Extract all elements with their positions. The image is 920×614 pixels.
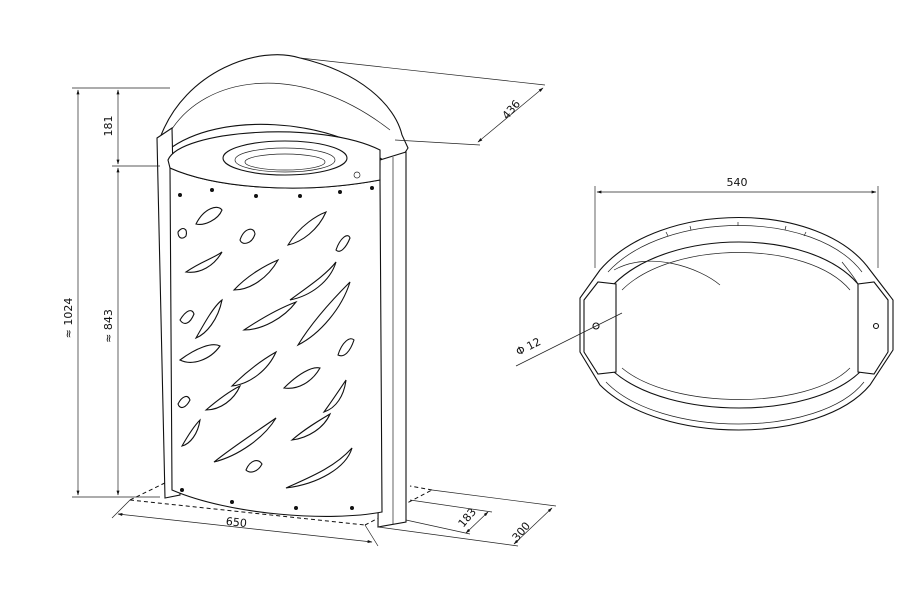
leaf-cutouts bbox=[177, 206, 355, 489]
depth-outer-label: 300 bbox=[510, 520, 533, 544]
inner-ring bbox=[613, 241, 861, 409]
top-width-label: 540 bbox=[727, 176, 748, 189]
right-post-section bbox=[857, 281, 889, 375]
dome-lid-edge bbox=[169, 82, 391, 133]
total-height-label: ≈ 1024 bbox=[62, 298, 75, 339]
dim-top-width: 540 bbox=[594, 176, 879, 268]
dim-body-height: ≈ 843 bbox=[102, 165, 160, 496]
depth-inner-label: 183 bbox=[456, 506, 479, 530]
rivets bbox=[178, 186, 374, 510]
lid-height-label: 181 bbox=[102, 116, 115, 137]
lock-icon bbox=[353, 171, 361, 179]
dim-lid-height: 181 bbox=[102, 89, 120, 165]
dim-total-height: ≈ 1024 bbox=[62, 87, 170, 498]
mount-hole-right bbox=[872, 322, 880, 330]
body-height-label: ≈ 843 bbox=[102, 309, 115, 343]
waste-opening bbox=[222, 140, 348, 176]
rim-ticks bbox=[665, 222, 807, 237]
lid-depth-label: 436 bbox=[500, 98, 523, 122]
left-post-section bbox=[583, 281, 617, 375]
dim-width: 650 bbox=[111, 499, 379, 547]
bin-perspective-view bbox=[129, 54, 433, 528]
bin-top-view bbox=[579, 217, 894, 431]
dim-depth-inner: 183 bbox=[405, 499, 493, 535]
dome-lid bbox=[159, 54, 409, 169]
hole-diameter-label: Φ 12 bbox=[514, 335, 543, 358]
width-label: 650 bbox=[225, 515, 247, 530]
